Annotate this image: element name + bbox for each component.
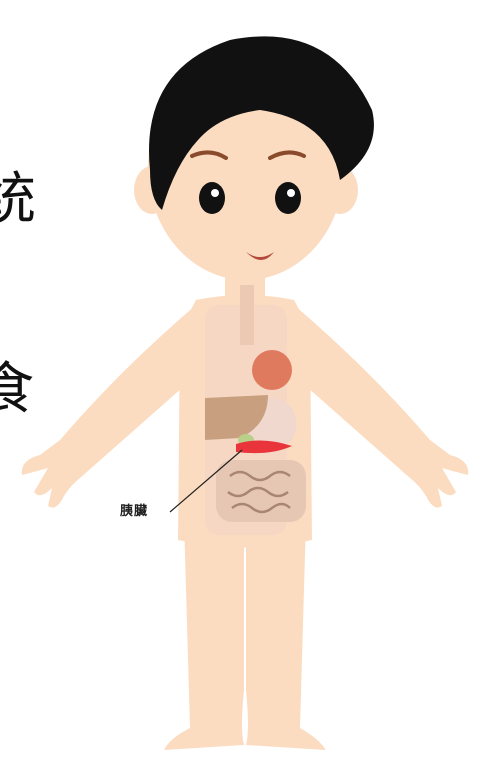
heart [252, 350, 292, 390]
left-eye [199, 182, 225, 214]
right-eye [275, 182, 301, 214]
right-leg [246, 520, 326, 750]
right-arm [290, 305, 468, 508]
left-arm [22, 305, 200, 508]
pancreas-label: 胰臟 [120, 500, 148, 519]
trachea [240, 285, 254, 345]
left-leg [164, 520, 244, 750]
